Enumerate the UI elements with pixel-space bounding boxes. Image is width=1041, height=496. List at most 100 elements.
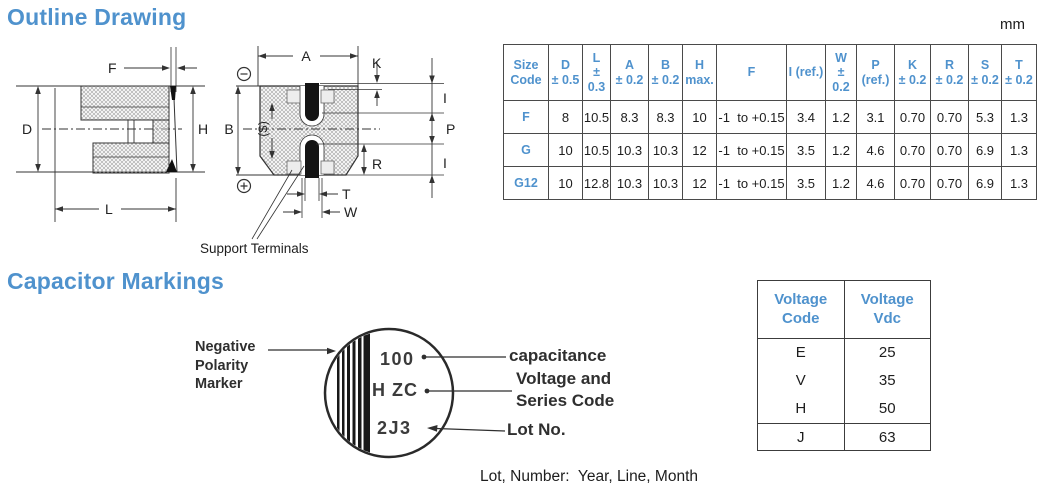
dim-label-b: B <box>224 121 233 137</box>
col-header-k: K ± 0.2 <box>894 44 931 101</box>
negative-polarity-marker-label: Negative Polarity Marker <box>195 339 256 393</box>
col-header-a: A ± 0.2 <box>610 44 649 101</box>
dim-f <box>124 65 197 71</box>
cell: 1.2 <box>825 166 857 200</box>
col-header-d: D ± 0.5 <box>548 44 583 101</box>
col-header-t: T ± 0.2 <box>1001 44 1037 101</box>
table-row: G 10 10.5 10.3 10.3 12 -1 to +0.15 3.5 1… <box>503 133 1037 167</box>
dim-w <box>283 178 340 218</box>
marking-lot-text: 2J3 <box>377 418 412 438</box>
cell: 6.9 <box>968 166 1002 200</box>
cell: 10.3 <box>648 166 683 200</box>
dim-label-a: A <box>301 48 311 64</box>
dim-label-p: P <box>446 121 455 137</box>
voltage-value: 25 <box>878 344 896 361</box>
cell: 1.3 <box>1001 100 1037 134</box>
cell: 8 <box>548 100 583 134</box>
voltage-header-row: Voltage Code Voltage Vdc <box>757 280 931 339</box>
cell: 0.70 <box>894 100 931 134</box>
cell: 12 <box>682 133 717 167</box>
cell: -1 to +0.15 <box>716 100 787 134</box>
cell: 10.3 <box>610 166 649 200</box>
capacitor-top-circle <box>323 327 455 459</box>
cell: 10 <box>548 166 583 200</box>
col-header-r: R ± 0.2 <box>930 44 969 101</box>
cell: -1 to +0.15 <box>716 166 787 200</box>
voltage-last-row: J 63 <box>757 423 931 451</box>
cell: 6.9 <box>968 133 1002 167</box>
col-header-p: P (ref.) <box>856 44 895 101</box>
voltage-code: H <box>795 400 807 417</box>
cell: 3.4 <box>786 100 826 134</box>
col-header-i: I (ref.) <box>786 44 826 101</box>
lot-no-callout-label: Lot No. <box>507 420 566 439</box>
cell: 10 <box>548 133 583 167</box>
cell: 3.5 <box>786 133 826 167</box>
size-code-cell: G12 <box>503 166 549 200</box>
dim-label-h: H <box>198 121 208 137</box>
dim-label-k: K <box>372 55 382 71</box>
dim-a <box>257 46 359 86</box>
voltage-code: E <box>795 344 806 361</box>
dim-s <box>269 103 275 159</box>
voltage-values-cell: 25 35 50 <box>843 338 931 424</box>
col-header-f: F <box>716 44 787 101</box>
voltage-value: 63 <box>843 423 931 451</box>
negative-terminal-strip <box>305 83 319 121</box>
cell: 4.6 <box>856 133 895 167</box>
col-header-size-code: Size Code <box>503 44 549 101</box>
marking-capacitance-text: 100 <box>380 349 415 369</box>
support-terminal-pads <box>286 89 335 175</box>
voltage-code: V <box>795 372 806 389</box>
dim-label-d: D <box>22 121 32 137</box>
voltage-group-row: E V H 25 35 50 <box>757 338 931 424</box>
marking-voltage-series-text: H ZC <box>372 380 418 400</box>
dim-label-f: F <box>108 60 117 76</box>
support-terminal-edge-bottom <box>166 159 177 172</box>
dim-label-i-bottom: I <box>443 155 447 171</box>
cell: 3.5 <box>786 166 826 200</box>
minus-terminal-icon <box>236 66 252 82</box>
cell: 10 <box>682 100 717 134</box>
marking-callout-arrows <box>268 347 512 432</box>
size-code-cell: G <box>503 133 549 167</box>
dim-label-i-top: I <box>443 90 447 106</box>
dimensions-header-row: Size Code D ± 0.5 L ± 0.3 A ± 0.2 B ± 0.… <box>503 44 1037 101</box>
cell: 0.70 <box>930 133 969 167</box>
dim-h <box>190 86 196 172</box>
voltage-code-header: Voltage Code <box>757 280 845 339</box>
cell: 0.70 <box>930 100 969 134</box>
col-header-w: W ± 0.2 <box>825 44 857 101</box>
unit-label: mm <box>1000 16 1025 33</box>
cell: 12 <box>682 166 717 200</box>
cell: 8.3 <box>648 100 683 134</box>
col-header-l: L ± 0.3 <box>582 44 611 101</box>
dimensions-table: Size Code D ± 0.5 L ± 0.3 A ± 0.2 B ± 0.… <box>503 44 1037 200</box>
support-terminals-label: Support Terminals <box>200 241 309 256</box>
voltage-value: 50 <box>878 400 896 417</box>
dim-l <box>55 206 176 212</box>
cell: 0.70 <box>894 166 931 200</box>
cell: 10.5 <box>582 100 611 134</box>
bottom-view-drawing: A K B I P I R T W (S) <box>224 46 455 240</box>
table-row: F 8 10.5 8.3 8.3 10 -1 to +0.15 3.4 1.2 … <box>503 100 1037 134</box>
support-terminals-callout-lines <box>251 165 305 240</box>
positive-terminal-strip <box>305 140 319 178</box>
dim-b <box>235 85 274 176</box>
cell: 5.3 <box>968 100 1002 134</box>
dim-label-l: L <box>105 201 113 217</box>
dim-r <box>361 144 367 175</box>
dim-label-r: R <box>372 156 382 172</box>
dim-label-w: W <box>344 204 358 220</box>
col-header-s: S ± 0.2 <box>968 44 1002 101</box>
lot-number-note: Lot, Number: Year, Line, Month <box>480 468 698 485</box>
cell: 8.3 <box>610 100 649 134</box>
marking-circle-diagram: 100 H ZC 2J3 <box>268 327 512 459</box>
cell: 4.6 <box>856 166 895 200</box>
col-header-b: B ± 0.2 <box>648 44 683 101</box>
dim-k <box>320 62 444 106</box>
support-terminal-edge-top <box>170 86 176 100</box>
cell: 12.8 <box>582 166 611 200</box>
outline-drawing-title: Outline Drawing <box>7 4 187 30</box>
